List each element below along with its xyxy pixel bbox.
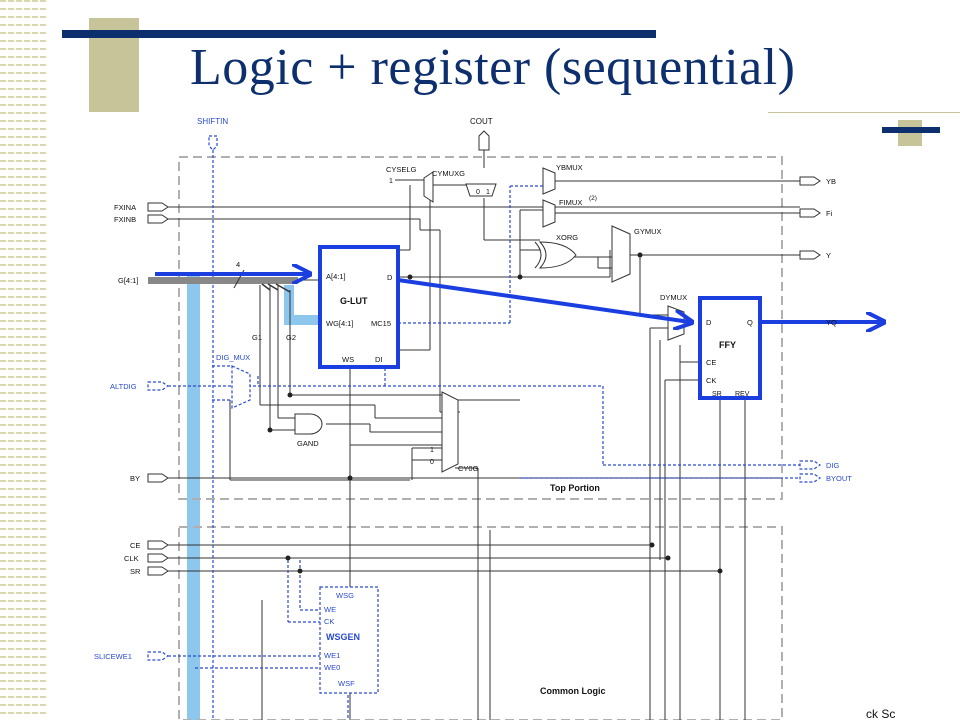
g1-label: G1 bbox=[252, 333, 262, 342]
g-lut-block bbox=[318, 245, 400, 369]
shiftin-shaded-bus bbox=[187, 272, 200, 720]
lut-a-pin: A[4:1] bbox=[326, 272, 346, 281]
g-bus-gray bbox=[148, 277, 298, 284]
top-portion-label: Top Portion bbox=[550, 483, 600, 493]
cout-pin bbox=[478, 130, 490, 151]
cymuxg-zero-label: 0 bbox=[476, 189, 480, 196]
xorg-gate bbox=[538, 241, 577, 269]
wire-group bbox=[168, 150, 800, 720]
ybmux-mux bbox=[542, 167, 556, 195]
cyselg-one-label: 1 bbox=[389, 178, 393, 185]
wsgen-wsg: WSG bbox=[336, 591, 354, 600]
dymux-mux bbox=[667, 305, 685, 341]
common-logic-label: Common Logic bbox=[540, 686, 606, 696]
ff-sr-pin: SR bbox=[712, 391, 722, 398]
lut-input-split bbox=[261, 283, 291, 293]
dig-label: DIG bbox=[826, 461, 840, 470]
sr-label: SR bbox=[130, 567, 141, 576]
cymuxg-mux bbox=[465, 183, 497, 197]
fimux-label: FIMUX bbox=[559, 198, 582, 207]
right-deco-bar bbox=[882, 127, 940, 133]
lut-mc-pin: MC15 bbox=[371, 319, 391, 328]
right-output-pins bbox=[799, 176, 821, 260]
right-dashed-pins bbox=[799, 460, 822, 483]
right-deco-square bbox=[898, 120, 922, 146]
wsgen-wsf: WSF bbox=[338, 679, 355, 688]
wsgen-we1: WE1 bbox=[324, 651, 340, 660]
ff-d-pin: D bbox=[706, 318, 712, 327]
wsgen-we0: WE0 bbox=[324, 663, 340, 672]
ff-name: FFY bbox=[719, 340, 736, 350]
lut-wg-pin: WG[4:1] bbox=[326, 319, 354, 328]
gymux-mux bbox=[611, 225, 631, 283]
wsgen-block bbox=[319, 586, 379, 694]
cyselg-mux bbox=[423, 171, 434, 203]
wsgen-we: WE bbox=[324, 605, 336, 614]
wsgen-ck: CK bbox=[324, 617, 334, 626]
ce-label: CE bbox=[130, 541, 140, 550]
ff-ck-pin: CK bbox=[706, 376, 716, 385]
dig-mux-label: DIG_MUX bbox=[216, 353, 250, 362]
clock-scheme-partial: ck Sc bbox=[866, 707, 895, 720]
cy0g-zero-label: 0 bbox=[430, 459, 434, 466]
gand-gate bbox=[294, 413, 323, 435]
left-stripe-overlay bbox=[0, 0, 46, 720]
lut-name: G-LUT bbox=[340, 296, 368, 306]
g2-shaded-path bbox=[284, 285, 318, 325]
ff-q-pin: Q bbox=[747, 318, 753, 327]
yq-label: YQ bbox=[826, 318, 837, 327]
shiftin-label: SHIFTIN bbox=[197, 117, 228, 126]
y-label: Y bbox=[826, 251, 831, 260]
bus-width-label: 4 bbox=[236, 260, 240, 269]
lut-di-pin: DI bbox=[375, 355, 383, 364]
fxinb-label: FXINB bbox=[114, 215, 136, 224]
fimux-sup-label: (2) bbox=[589, 195, 597, 202]
cy0g-label: CY0G bbox=[458, 464, 479, 473]
shiftin-pin bbox=[208, 135, 218, 151]
gand-label: GAND bbox=[297, 439, 319, 448]
top-portion-box bbox=[178, 156, 783, 500]
dig-mux bbox=[231, 365, 251, 409]
dymux-label: DYMUX bbox=[660, 293, 687, 302]
ff-rev-pin: REV bbox=[735, 391, 750, 398]
lut-d-pin: D bbox=[387, 273, 393, 282]
cout-label: COUT bbox=[470, 117, 493, 126]
g2-label: G2 bbox=[286, 333, 296, 342]
lut-ws-pin: WS bbox=[342, 355, 354, 364]
clk-label: CLK bbox=[124, 554, 139, 563]
by-label: BY bbox=[130, 474, 140, 483]
cymuxg-label: CYMUXG bbox=[432, 169, 465, 178]
altdig-label: ALTDIG bbox=[110, 382, 137, 391]
left-dashed-pins bbox=[147, 381, 170, 661]
slicewe1-label: SLICEWE1 bbox=[94, 652, 132, 661]
yb-label: YB bbox=[826, 177, 836, 186]
cy0g-one-label: 1 bbox=[430, 447, 434, 454]
cyselg-label: CYSELG bbox=[386, 165, 417, 174]
byout-label: BYOUT bbox=[826, 474, 852, 483]
xorg-gate-back bbox=[534, 241, 542, 269]
g-bus-label: G[4:1] bbox=[118, 276, 138, 285]
slide-title: Logic + register (sequential) bbox=[190, 39, 796, 96]
lut-to-ff-highlight-arrow bbox=[397, 278, 690, 322]
fxina-label: FXINA bbox=[114, 203, 136, 212]
common-logic-box bbox=[178, 526, 783, 720]
xorg-label: XORG bbox=[556, 233, 578, 242]
ff-ce-pin: CE bbox=[706, 358, 716, 367]
cymuxg-one-label: 1 bbox=[486, 189, 490, 196]
ffy-block bbox=[698, 296, 762, 400]
junction-dots bbox=[267, 252, 723, 574]
fimux-mux bbox=[542, 199, 556, 228]
wsgen-name: WSGEN bbox=[326, 632, 360, 642]
left-input-pins bbox=[147, 202, 169, 576]
fi-label: Fi bbox=[826, 209, 833, 218]
ybmux-label: YBMUX bbox=[556, 163, 583, 172]
right-deco-line bbox=[768, 112, 960, 113]
cy0g-mux bbox=[441, 391, 459, 473]
title-deco-bar bbox=[62, 30, 656, 38]
gymux-label: GYMUX bbox=[634, 227, 662, 236]
